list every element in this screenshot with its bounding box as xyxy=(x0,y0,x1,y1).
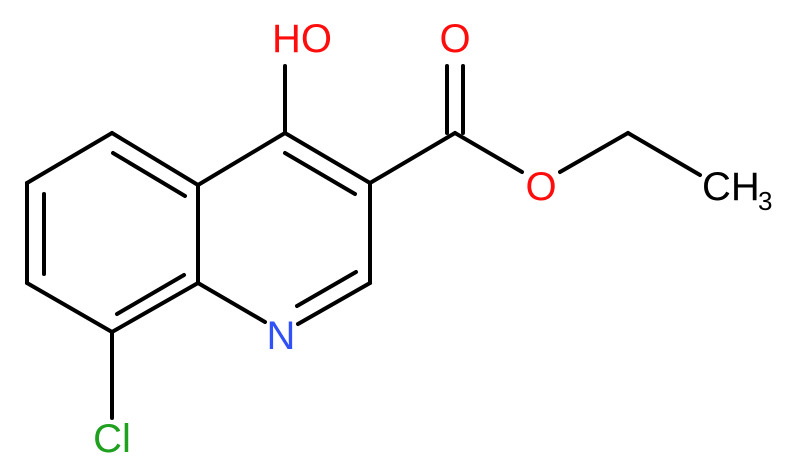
methyl-subscript: 3 xyxy=(758,186,772,216)
bond xyxy=(25,131,114,185)
hydroxyl-label: HO xyxy=(272,17,332,61)
atom-labels: HO O O CH 3 N Cl xyxy=(93,17,772,461)
bond xyxy=(115,273,186,316)
bond xyxy=(283,131,372,185)
bond xyxy=(295,270,358,308)
bond xyxy=(196,131,287,187)
bond xyxy=(196,281,267,324)
chlorine-label: Cl xyxy=(93,417,131,461)
ester-oxygen-label: O xyxy=(525,165,556,209)
bond xyxy=(110,281,200,334)
bond xyxy=(110,131,200,187)
bond xyxy=(368,131,457,185)
bond xyxy=(453,131,524,174)
ring-nitrogen-label: N xyxy=(267,314,296,358)
methyl-label: CH xyxy=(702,165,760,209)
bond xyxy=(296,281,372,326)
bond xyxy=(111,151,187,198)
bond xyxy=(558,131,630,174)
bond xyxy=(283,151,357,196)
bond xyxy=(25,281,114,334)
carbonyl-oxygen-label: O xyxy=(439,17,470,61)
bond-lines xyxy=(25,64,702,420)
bond xyxy=(626,131,702,177)
